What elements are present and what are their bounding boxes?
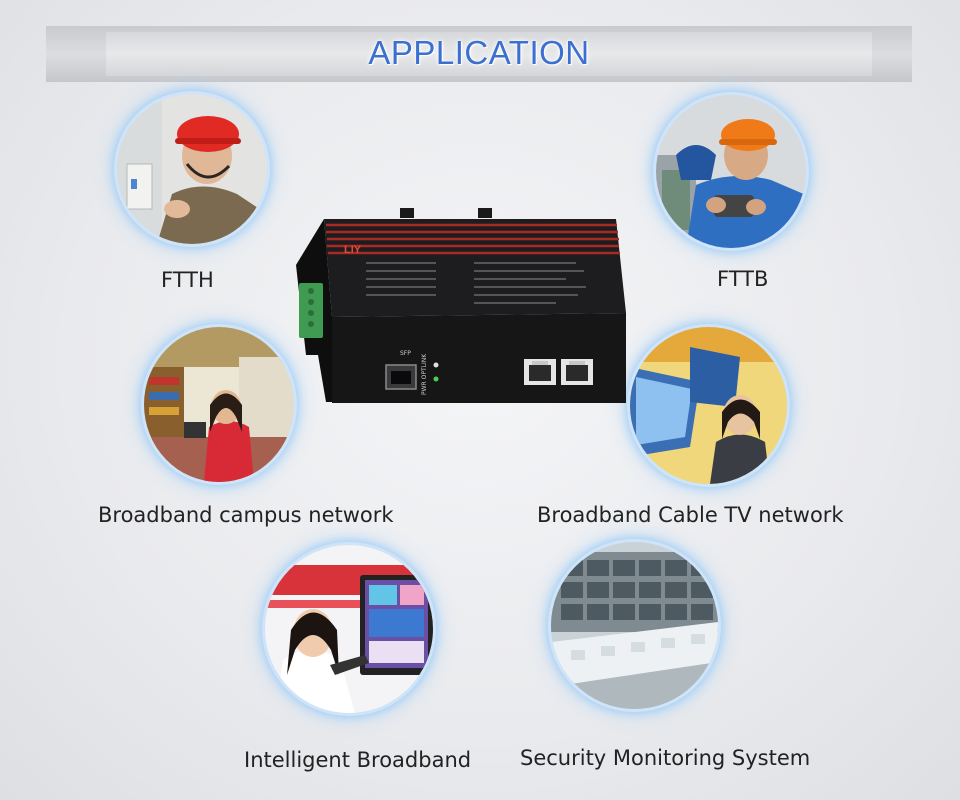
ftth-label: FTTH [161,268,214,292]
intelligent-broadband-photo [265,545,433,713]
campus-network-label: Broadband campus network [98,503,394,527]
device-brand: LIY [344,244,362,256]
intelligent-broadband-label: Intelligent Broadband [244,748,472,772]
page-title: APPLICATION [368,34,590,71]
header-banner: APPLICATION [46,26,912,82]
device-status-label: PWR OPTLINK [421,353,428,395]
banner-inner [106,32,872,76]
device-sfp-label: SFP [400,350,411,357]
fttb-photo [656,95,806,248]
cable-tv-label: Broadband Cable TV network [537,503,844,527]
media-converter-device: LIY SFP PWR OPTLINK [296,205,636,410]
security-monitoring-label: Security Monitoring System [520,746,811,770]
security-monitoring-photo [551,542,718,709]
ftth-photo [117,94,267,244]
fttb-label: FTTB [717,267,769,291]
campus-network-photo [144,327,294,482]
cable-tv-photo [630,327,787,484]
